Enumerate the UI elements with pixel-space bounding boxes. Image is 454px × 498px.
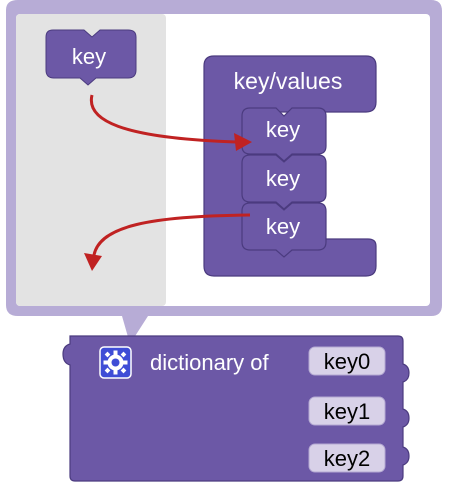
palette-key-label: key: [72, 44, 106, 69]
gear-icon[interactable]: [99, 346, 132, 379]
key-input-slot[interactable]: key1: [308, 396, 386, 426]
container-item-label: key: [266, 166, 300, 191]
container-item-label: key: [266, 117, 300, 142]
key-slot-label: key2: [324, 446, 370, 471]
container-item-key[interactable]: key: [241, 202, 327, 258]
palette-key-block[interactable]: key: [45, 29, 137, 86]
key-slot-label: key1: [324, 399, 370, 424]
container-item-key[interactable]: key: [241, 154, 327, 210]
drag-in-arrow: [89, 94, 252, 151]
container-item-label: key: [266, 214, 300, 239]
mutator-palette: [16, 14, 166, 306]
container-title: key/values: [234, 68, 343, 94]
dictionary-block[interactable]: dictionary of key0 key1 key2: [62, 335, 410, 482]
key-input-slot[interactable]: key2: [308, 443, 386, 473]
drag-out-arrow: [84, 213, 251, 271]
key-input-slot[interactable]: key0: [308, 346, 386, 376]
dictionary-label: dictionary of: [150, 350, 270, 375]
key-slot-label: key0: [324, 349, 370, 374]
container-item-key[interactable]: key: [241, 107, 327, 162]
